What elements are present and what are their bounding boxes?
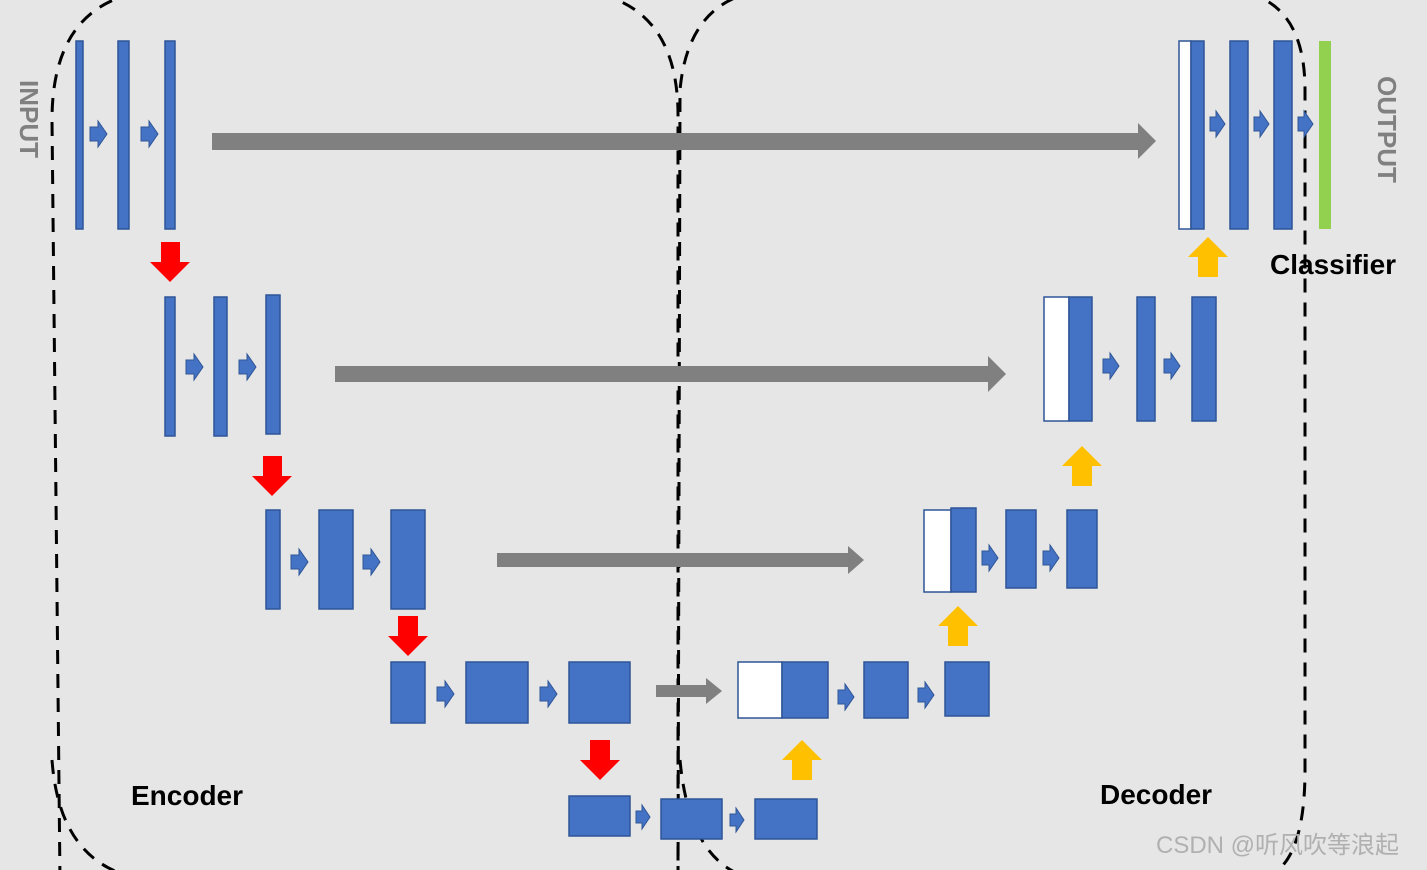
feature-map [754, 798, 818, 840]
conv-arrow-icon [185, 352, 257, 382]
feature-map [950, 507, 977, 593]
decoder-level-2 [1043, 296, 1217, 422]
conv-arrow-icon [981, 543, 1060, 573]
conv-arrow-icon [837, 680, 935, 712]
feature-map [863, 661, 909, 719]
feature-map [1068, 296, 1093, 422]
feature-map [1273, 40, 1293, 230]
decoder-level-4 [737, 661, 990, 719]
input-label: INPUT [14, 80, 44, 158]
feature-map [660, 798, 723, 840]
feature-map [75, 40, 84, 230]
conv-arrow-icon [1102, 351, 1181, 381]
feature-map [265, 509, 281, 610]
feature-map [1005, 509, 1037, 589]
feature-map [390, 661, 426, 724]
encoder-level-1 [75, 40, 176, 230]
feature-map [1136, 296, 1156, 422]
watermark: CSDN @听风吹等浪起 [1156, 832, 1399, 859]
conv-arrow-icon [89, 119, 159, 149]
skip-connection-4 [656, 678, 722, 704]
classifier-bar [1319, 41, 1331, 229]
conv-arrow-icon [635, 803, 745, 834]
feature-map [465, 661, 529, 724]
encoder-level-4 [390, 661, 631, 724]
feature-map [164, 40, 176, 230]
feature-map [164, 296, 176, 437]
conv-arrow-icon [436, 679, 558, 709]
conv-arrow-icon [290, 547, 381, 577]
concat-white [1178, 40, 1192, 230]
encoder-boundary [50, 0, 680, 870]
encoder-level-3 [265, 509, 426, 610]
up-arrow-icon [782, 237, 1228, 780]
decoder-label: Decoder [1100, 779, 1212, 810]
feature-map [781, 661, 829, 719]
concat-white [1043, 296, 1070, 422]
conv-arrow-icon [1209, 109, 1314, 139]
skip-connection-2 [335, 356, 1006, 392]
feature-map [568, 795, 631, 837]
down-arrow-icon [150, 242, 620, 780]
encoder-label: Encoder [131, 780, 243, 811]
decoder-boundary [676, 0, 1307, 870]
decoder-level-3 [923, 507, 1098, 593]
concat-white [737, 661, 783, 719]
feature-map [1066, 509, 1098, 589]
feature-map [1229, 40, 1249, 230]
classifier-label: Classifier [1270, 249, 1396, 280]
skip-connection-3 [497, 546, 864, 574]
concat-white [923, 509, 952, 593]
output-label: OUTPUT [1372, 76, 1402, 183]
feature-map [117, 40, 130, 230]
skip-connection-1 [212, 123, 1156, 159]
decoder-boundary-bottom-curve [678, 759, 735, 870]
feature-map [1190, 40, 1205, 230]
feature-map [568, 661, 631, 724]
encoder-boundary-bottom-curve [50, 759, 117, 870]
decoder-level-1 [1178, 40, 1293, 230]
feature-map [318, 509, 354, 610]
feature-map [944, 661, 990, 717]
feature-map [213, 296, 228, 437]
feature-map [265, 294, 281, 435]
feature-map [1191, 296, 1217, 422]
bottleneck [568, 795, 818, 840]
feature-map [390, 509, 426, 610]
encoder-level-2 [164, 294, 281, 437]
